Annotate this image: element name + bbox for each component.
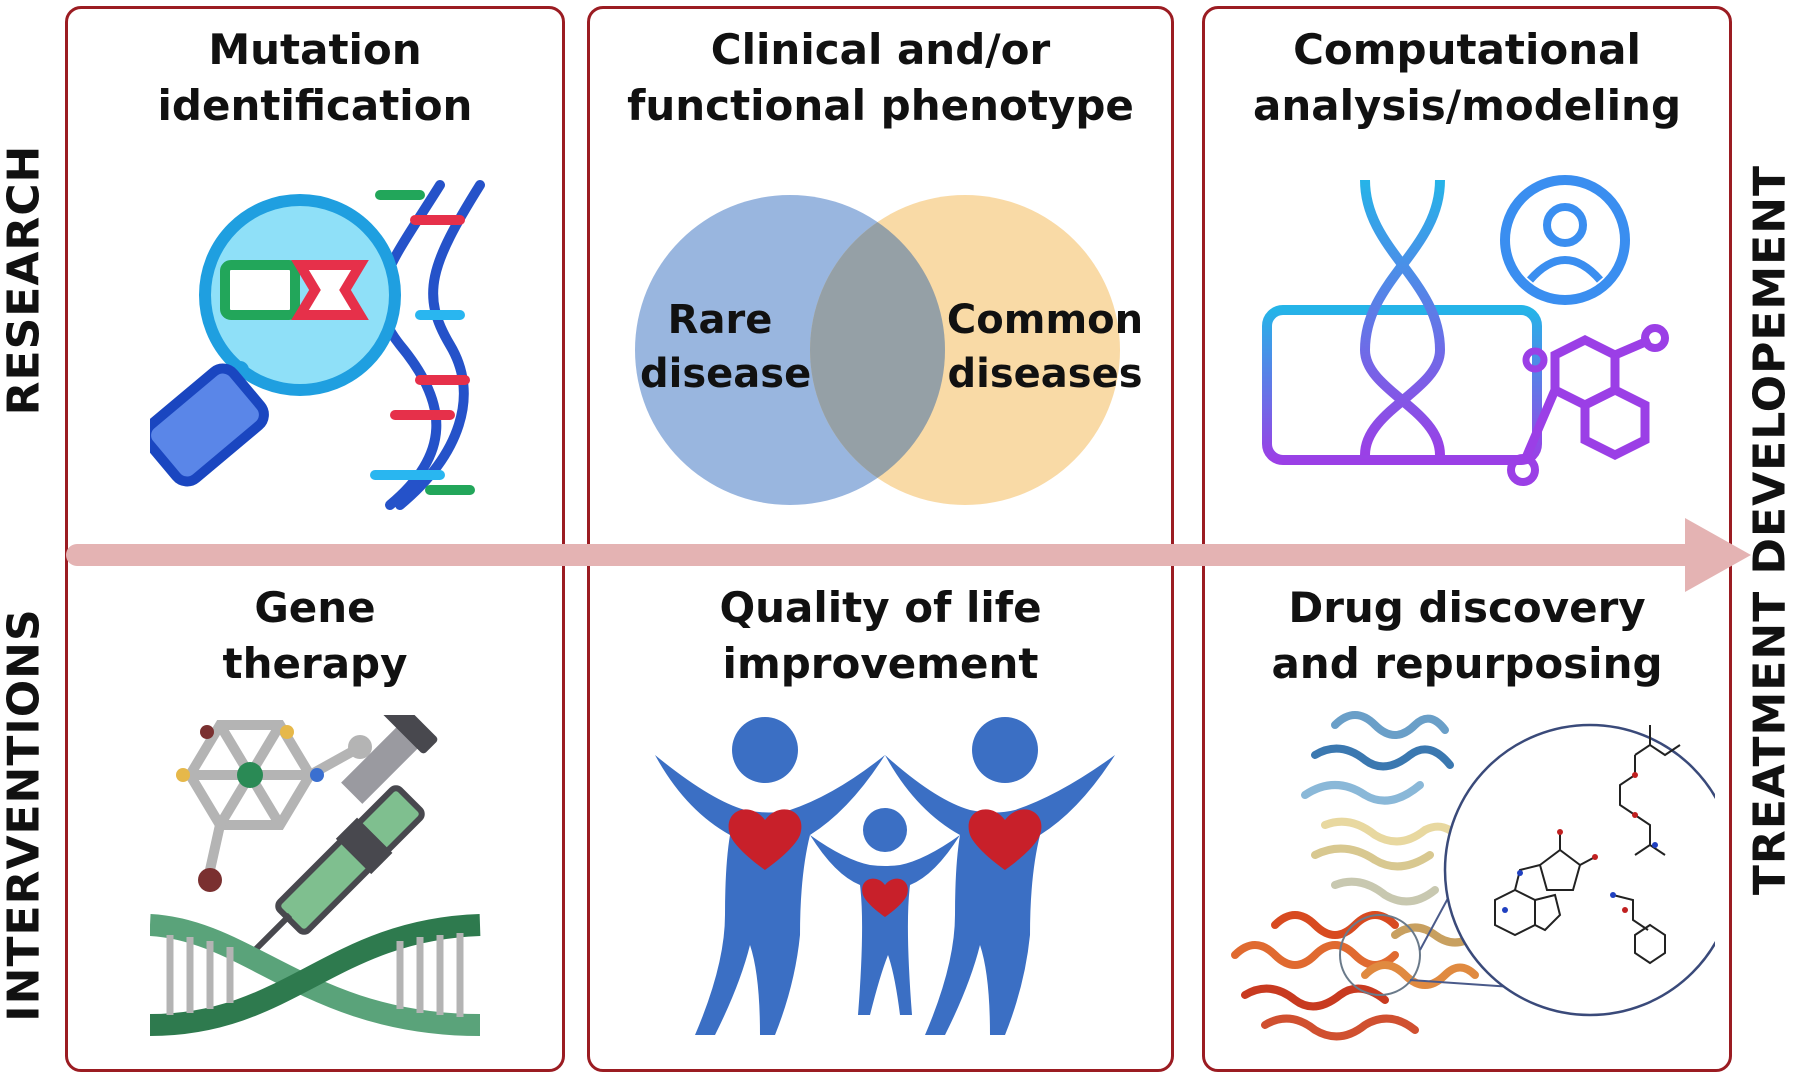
venn-label-rare: Rare disease	[640, 293, 812, 401]
venn-diagram	[635, 195, 1120, 505]
title-gene-therapy: Gene therapy	[75, 580, 555, 692]
title-mutation-identification: Mutation identification	[75, 22, 555, 134]
syringe-molecule-dna-icon	[150, 715, 481, 1036]
title-line: Computational	[1293, 25, 1641, 74]
panel-left	[65, 6, 565, 1072]
title-line: analysis/modeling	[1252, 81, 1682, 130]
panel-right	[1202, 6, 1732, 1072]
panel-middle	[587, 6, 1174, 1072]
title-line: therapy	[222, 639, 408, 688]
title-line: identification	[157, 81, 473, 130]
title-clinical-phenotype: Clinical and/or functional phenotype	[597, 22, 1164, 134]
title-drug-discovery: Drug discovery and repurposing	[1212, 580, 1722, 692]
title-computational-analysis: Computational analysis/modeling	[1212, 22, 1722, 134]
title-line: and repurposing	[1271, 639, 1663, 688]
protein-molecule-icon	[1231, 711, 1715, 1041]
computer-dna-molecule-icon	[1262, 175, 1669, 500]
title-line: Clinical and/or	[710, 25, 1051, 74]
title-line: Quality of life	[719, 583, 1042, 632]
title-line: Mutation	[208, 25, 422, 74]
venn-line: Common	[946, 297, 1144, 343]
side-label-interventions: INTERVENTIONS	[0, 608, 50, 1022]
title-line: Gene	[254, 583, 376, 632]
family-hearts-icon	[655, 717, 1115, 1035]
title-line: functional phenotype	[627, 81, 1134, 130]
magnifier-dna-icon	[150, 180, 485, 510]
venn-label-common: Common diseases	[945, 293, 1145, 401]
title-line: improvement	[722, 639, 1039, 688]
side-label-research: RESEARCH	[0, 144, 50, 416]
title-line: Drug discovery	[1288, 583, 1646, 632]
side-label-treatment: TREATMENT DEVELOPEMENT	[1744, 164, 1796, 896]
venn-line: Rare	[667, 297, 773, 343]
venn-line: disease	[640, 351, 812, 397]
timeline-arrow	[66, 518, 1751, 592]
venn-line: diseases	[947, 351, 1143, 397]
title-quality-of-life: Quality of life improvement	[597, 580, 1164, 692]
